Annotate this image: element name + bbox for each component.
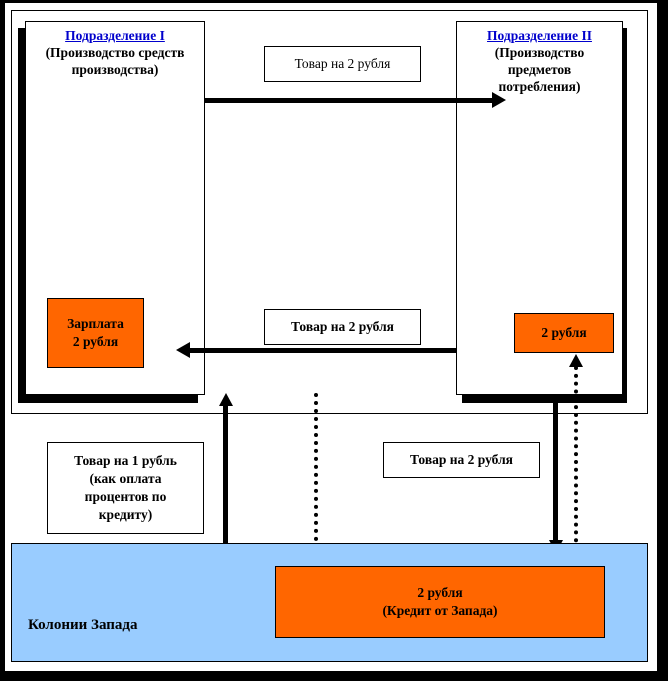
dept-2-shadow-bottom (462, 393, 627, 403)
arrow-left-up-line (223, 404, 228, 549)
arrow-top-line (205, 98, 493, 103)
dotted-credit-right-line (574, 366, 578, 566)
dotted-credit-left-line (314, 393, 318, 565)
dept-1-title: Подразделение I (65, 28, 165, 43)
dept-1-subtitle-line-1: (Производство средств (45, 45, 185, 60)
two-rubles-line-1: 2 рубля (541, 325, 587, 340)
arrow-top-head-icon (492, 92, 506, 108)
label-goods-top: Товар на 2 рубля (264, 46, 421, 82)
label-goods-credit-interest: Товар на 1 рубль (как оплата процентов п… (47, 442, 204, 534)
arrow-left-up-head-icon (219, 393, 233, 406)
arrow-middle-head-icon (176, 342, 190, 358)
label-credit-interest-line-4: кредиту) (98, 507, 153, 522)
colonies-region-label: Колонии Запада (28, 617, 138, 633)
dept-1-shadow-bottom (18, 393, 198, 403)
label-credit-interest-line-1: Товар на 1 рубль (74, 453, 177, 468)
west-credit-box[interactable]: 2 рубля (Кредит от Запада) (275, 566, 605, 638)
salary-line-1: Зарплата (67, 316, 124, 331)
dept-2-title: Подразделение II (487, 28, 592, 43)
dept-2-subtitle-line-2: предметов (507, 62, 572, 77)
label-goods-bottom-right: Товар на 2 рубля (383, 442, 540, 478)
west-credit-line-2: (Кредит от Запада) (382, 603, 498, 618)
dept-2-subtitle-line-3: потребления) (498, 79, 581, 94)
label-goods-bottom-right-text: Товар на 2 рубля (410, 452, 513, 467)
label-goods-middle-text: Товар на 2 рубля (291, 319, 394, 334)
label-goods-top-text: Товар на 2 рубля (294, 56, 391, 71)
west-credit-line-1: 2 рубля (417, 585, 463, 600)
salary-box[interactable]: Зарплата 2 рубля (47, 298, 144, 368)
arrow-middle-line (190, 348, 456, 353)
label-credit-interest-line-2: (как оплата (89, 471, 162, 486)
dept-1-subtitle-line-2: производства) (71, 62, 159, 77)
two-rubles-box[interactable]: 2 рубля (514, 313, 614, 353)
dotted-credit-right-head-icon (569, 354, 583, 367)
dept-1-shadow-left (18, 28, 28, 403)
label-goods-middle: Товар на 2 рубля (264, 309, 421, 345)
dept-2-subtitle-line-1: (Производство (494, 45, 585, 60)
label-credit-interest-line-3: процентов по (84, 489, 167, 504)
salary-line-2: 2 рубля (72, 334, 119, 349)
arrow-right-down-line (553, 400, 558, 542)
